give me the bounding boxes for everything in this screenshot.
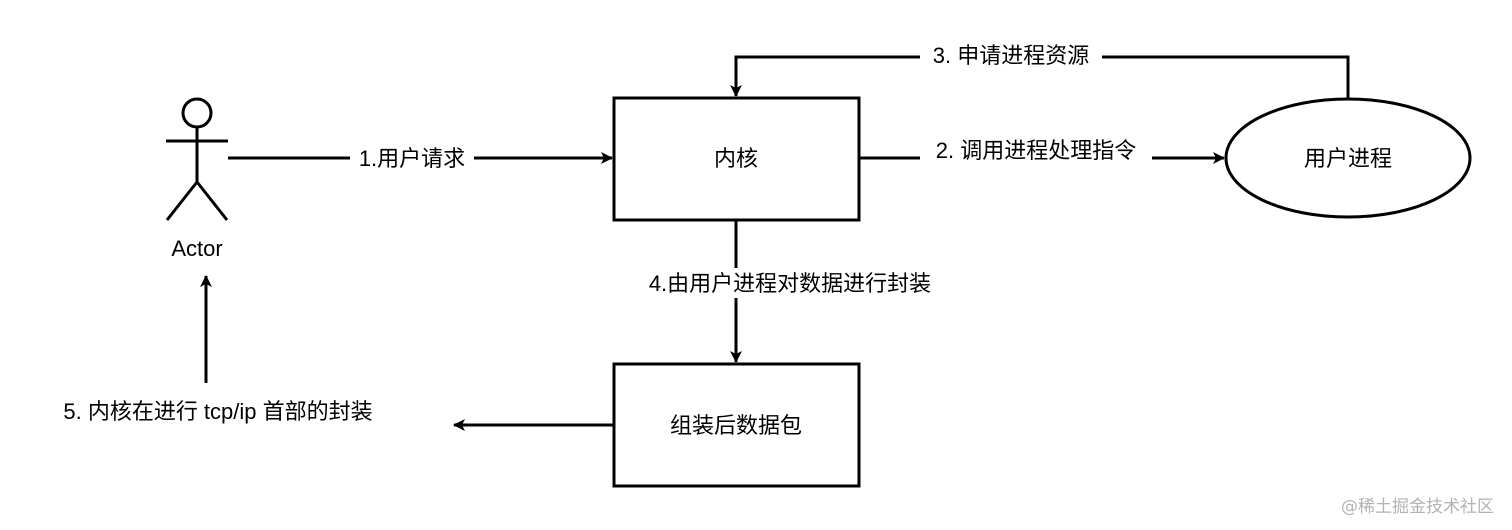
edge-3-label: 3. 申请进程资源 xyxy=(933,43,1089,68)
actor-head xyxy=(181,97,213,129)
actor-label: Actor xyxy=(171,236,222,261)
packet-label: 组装后数据包 xyxy=(670,413,802,438)
user-process-label: 用户进程 xyxy=(1304,146,1392,171)
kernel-box xyxy=(612,96,861,222)
edge-1-label: 1.用户请求 xyxy=(359,146,465,171)
edge-2-label: 2. 调用进程处理指令 xyxy=(936,138,1136,163)
kernel-label: 内核 xyxy=(714,146,758,171)
edge-5-label: 5. 内核在进行 tcp/ip 首部的封装 xyxy=(63,399,372,424)
packet-box xyxy=(612,362,861,488)
edge-4-label: 4.由用户进程对数据进行封装 xyxy=(649,271,931,296)
actor-figure xyxy=(165,97,229,221)
watermark: @稀土掘金技术社区 xyxy=(1341,497,1494,517)
